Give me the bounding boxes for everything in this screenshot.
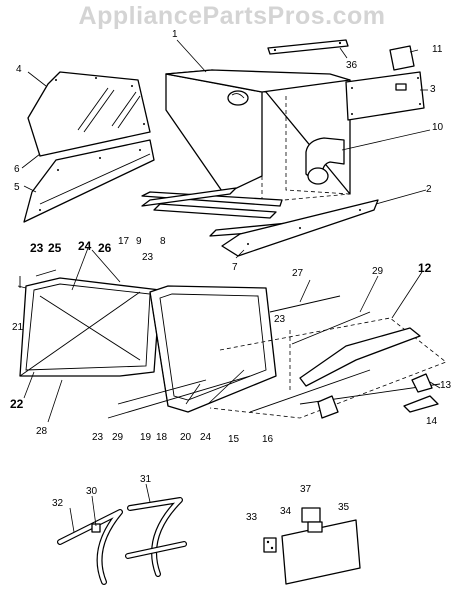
hinge-plate [263,507,361,585]
callout-23-right: 23 [274,314,286,325]
callout-13: 13 [440,380,452,391]
hood-housing [165,69,351,203]
top-strip [267,39,349,55]
callout-15: 15 [228,434,240,445]
callout-23-left: 23 [30,241,44,255]
side-door-panel [345,71,425,121]
callout-3: 3 [430,84,436,95]
callout-35: 35 [338,502,350,513]
callout-2: 2 [426,184,432,195]
callout-29-bottom: 29 [112,432,124,443]
callout-19: 19 [140,432,152,443]
callout-31: 31 [140,474,152,485]
callout-22: 22 [10,397,24,411]
watermark: AppliancePartsPros.com [78,2,386,30]
bottom-panel [221,199,379,257]
small-plate [389,45,415,71]
callout-21: 21 [12,322,24,333]
side-panel-upper [27,71,151,157]
callout-26: 26 [98,241,112,255]
rods [35,269,371,419]
callout-29-right: 29 [372,266,384,277]
leg-stand [57,497,187,585]
callout-9: 9 [136,236,142,247]
callout-33: 33 [246,512,258,523]
side-panel-lower [23,139,155,223]
callout-16: 16 [262,434,274,445]
callout-12: 12 [418,261,432,275]
callout-24-top: 24 [78,239,92,253]
callout-7: 7 [232,262,238,273]
center-frame [149,285,277,413]
right-mechanism [249,327,441,419]
callout-30: 30 [86,486,98,497]
left-frame [17,276,161,377]
duct-elbow [305,137,345,185]
callout-4: 4 [16,64,22,75]
callout-23-top: 23 [142,252,154,263]
base-outline [209,317,447,419]
callout-25: 25 [48,241,62,255]
callout-8: 8 [160,236,166,247]
callout-6: 6 [14,164,20,175]
callout-34: 34 [280,506,292,517]
callout-23-bottom: 23 [92,432,104,443]
callout-17: 17 [118,236,130,247]
leader-lines [21,39,441,533]
callout-28: 28 [36,426,48,437]
callout-36: 36 [346,60,358,71]
cross-bars [141,187,283,219]
callout-32: 32 [52,498,64,509]
callout-11: 11 [432,44,443,55]
callout-1: 1 [172,29,178,40]
callout-20: 20 [180,432,192,443]
callout-labels: 1 2 3 4 5 6 7 8 9 10 11 12 13 14 15 16 1… [10,29,452,523]
callout-14: 14 [426,416,438,427]
callout-24-bottom: 24 [200,432,212,443]
callout-27: 27 [292,268,304,279]
callout-5: 5 [14,182,20,193]
callout-18: 18 [156,432,168,443]
callout-37: 37 [300,484,312,495]
callout-10: 10 [432,122,444,133]
